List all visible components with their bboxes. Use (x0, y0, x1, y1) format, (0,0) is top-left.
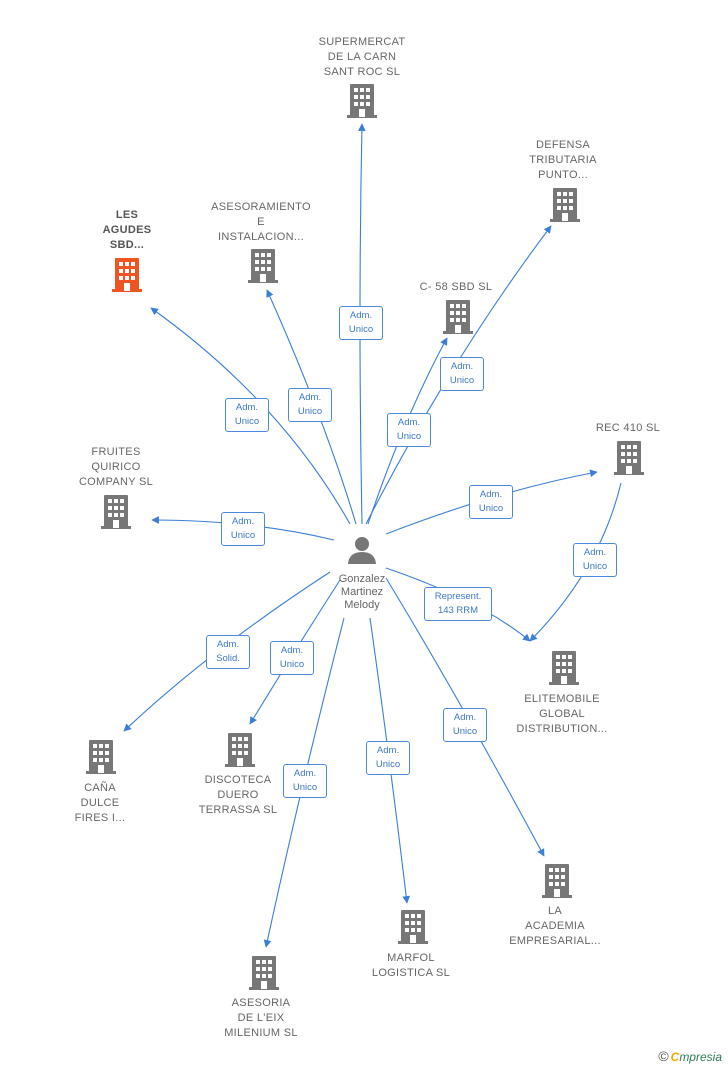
building-icon[interactable] (614, 441, 644, 475)
building-icon[interactable] (86, 740, 116, 774)
building-icon[interactable] (248, 249, 278, 283)
edge-label-defensa[interactable]: Adm. Unico (440, 357, 484, 391)
edge-label-c58[interactable]: Adm. Unico (387, 413, 431, 447)
edge-label-discoteca[interactable]: Adm. Unico (270, 641, 314, 675)
company-label-asesoria[interactable]: ASESORIA DE L'EIX MILENIUM SL (224, 997, 298, 1039)
company-label-c58[interactable]: C- 58 SBD SL (419, 281, 493, 293)
edge-label-marfol[interactable]: Adm. Unico (366, 741, 410, 775)
edge-label-elitemobile[interactable]: Represent. 143 RRM (424, 587, 492, 621)
edge-label-rec410[interactable]: Adm. Unico (469, 485, 513, 519)
company-label-les-agudes[interactable]: LES AGUDES SBD... (102, 209, 152, 251)
building-icon[interactable] (549, 651, 579, 685)
building-icon[interactable] (225, 733, 255, 767)
company-label-marfol[interactable]: MARFOL LOGISTICA SL (371, 952, 451, 979)
copyright-icon: © (658, 1048, 669, 1064)
company-label-defensa[interactable]: DEFENSA TRIBUTARIA PUNTO... (529, 139, 597, 181)
person-name[interactable]: Gonzalez Martinez Melody (338, 573, 386, 611)
brand-logo: ©Cmpresia (658, 1048, 722, 1064)
edge-label-asesoria[interactable]: Adm. Unico (283, 764, 327, 798)
edge-label-elitemobile[interactable]: Adm. Unico (573, 543, 617, 577)
company-label-elitemobile[interactable]: ELITEMOBILE GLOBAL DISTRIBUTION... (516, 693, 608, 735)
edge-label-la-academia[interactable]: Adm. Unico (443, 708, 487, 742)
building-icon[interactable] (550, 188, 580, 222)
edge-label-asesoramiento[interactable]: Adm. Unico (288, 388, 332, 422)
building-icon[interactable] (101, 495, 131, 529)
edge-label-supermercat[interactable]: Adm. Unico (339, 306, 383, 340)
building-icon[interactable] (347, 84, 377, 118)
building-icon[interactable] (249, 956, 279, 990)
company-label-cana[interactable]: CAÑA DULCE FIRES I... (74, 782, 126, 824)
company-label-supermercat[interactable]: SUPERMERCAT DE LA CARN SANT ROC SL (318, 36, 406, 78)
company-label-fruites[interactable]: FRUITES QUIRICO COMPANY SL (78, 446, 154, 488)
building-icon[interactable] (443, 300, 473, 334)
company-label-rec410[interactable]: REC 410 SL (595, 422, 661, 434)
company-label-asesoramiento[interactable]: ASESORAMIENTO E INSTALACION... (211, 201, 311, 243)
building-icon[interactable] (398, 910, 428, 944)
building-icon[interactable] (112, 258, 142, 292)
company-label-la-academia[interactable]: LA ACADEMIA EMPRESARIAL... (509, 905, 601, 947)
edge-label-fruites[interactable]: Adm. Unico (221, 512, 265, 546)
company-label-discoteca[interactable]: DISCOTECA DUERO TERRASSA SL (198, 774, 278, 816)
edge-label-cana[interactable]: Adm. Solid. (206, 635, 250, 669)
edge-label-les-agudes[interactable]: Adm. Unico (225, 398, 269, 432)
person-icon[interactable] (348, 537, 376, 564)
building-icon[interactable] (542, 864, 572, 898)
